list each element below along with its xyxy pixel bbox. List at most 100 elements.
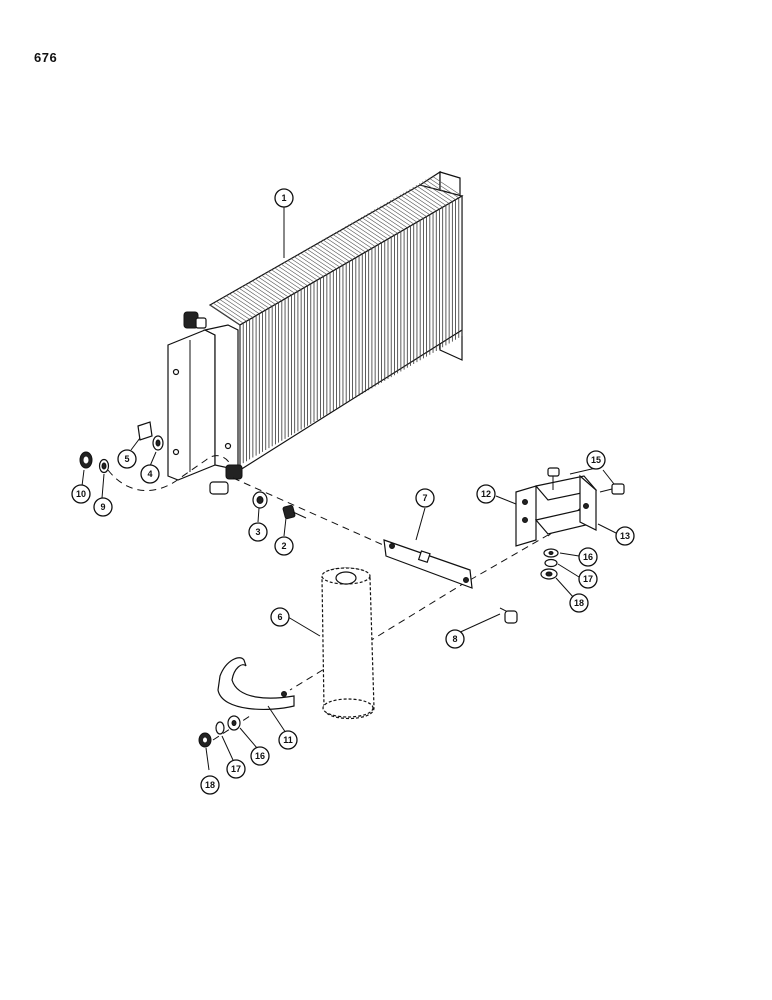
lock-washer-icon [98,458,110,474]
callout-balloon: 4 [140,464,160,484]
condenser-fin-top [283,261,315,283]
condenser-fin-top [390,200,421,221]
nut-icon [540,568,558,580]
condenser-fin-top [274,267,305,288]
nut-icon [198,732,212,748]
condenser-fin-top [431,175,463,197]
washer-icon [543,548,559,558]
svg-text:7: 7 [422,493,427,503]
condenser-fin-top [322,239,353,260]
svg-text:10: 10 [76,489,86,499]
top-fitting-icon [183,311,207,329]
callout-balloon: 9 [93,497,113,517]
svg-text:6: 6 [277,612,282,622]
svg-text:1: 1 [281,193,286,203]
condenser-fin-top [303,250,334,272]
condenser-fin-top [248,282,279,303]
condenser-fin-top [270,269,302,290]
condenser-fin-top [402,192,434,214]
washer-icon [152,435,164,451]
svg-text:13: 13 [620,531,630,541]
callout-balloon: 3 [248,522,268,542]
condenser-fin-top [209,304,241,326]
bolt-icon [499,607,518,624]
condenser-fin-top [235,289,266,311]
condenser-fin-top [422,181,453,202]
svg-text:16: 16 [583,552,593,562]
condenser-fin-top [399,194,430,215]
condenser-fin-top [338,229,369,251]
callout-balloon: 18 [200,775,220,795]
callout-balloon: 17 [226,759,246,779]
condenser-fin-top [319,241,350,262]
svg-text:4: 4 [147,469,152,479]
page-number: 676 [34,50,58,65]
svg-text:8: 8 [452,634,457,644]
svg-text:17: 17 [583,574,593,584]
callout-balloon: 12 [476,484,496,504]
condenser-fin-top [406,190,437,212]
bolt-icon [547,467,625,495]
condenser-fin-top [335,231,366,253]
svg-text:12: 12 [481,489,491,499]
svg-text:3: 3 [255,527,260,537]
condenser-fin-top [386,201,418,223]
svg-text:18: 18 [574,598,584,608]
condenser-fin-top [299,252,331,273]
callout-balloon: 13 [615,526,635,546]
condenser-fin-top [213,302,244,324]
condenser-fin-top [225,295,257,316]
callout-balloon: 11 [278,730,298,750]
washer-icon [227,715,241,731]
condenser-fin-top [332,233,363,255]
condenser-fin-top [264,272,295,294]
condenser-fin-top [229,293,260,315]
condenser-fin-top [344,226,376,247]
svg-text:2: 2 [281,541,286,551]
condenser-fin-top [245,284,276,305]
condenser-fin-top [267,271,299,292]
condenser-fin-top [287,259,318,281]
condenser-fin-top [261,274,292,296]
condenser-core-icon [167,170,464,495]
condenser-fin-top [348,224,379,245]
svg-text:18: 18 [205,780,215,790]
svg-text:9: 9 [100,502,105,512]
lock-washer-icon [544,558,558,568]
condenser-fin-top [373,209,405,230]
condenser-fin-top [293,256,324,277]
condenser-fin-top [309,246,340,268]
condenser-fin-top [425,179,456,200]
condenser-fin-top [341,228,373,249]
callout-balloon: 8 [445,629,465,649]
callout-balloon: 5 [117,449,137,469]
condenser-fin-top [367,213,398,234]
condenser-fin-top [396,196,427,217]
callout-balloon: 6 [270,607,290,627]
condenser-fin-top [254,278,286,300]
condenser-fin-top [251,280,282,301]
condenser-fin-top [418,183,450,204]
condenser-fin-top [357,218,389,240]
condenser-fin-top [393,198,424,219]
condenser-fin-top [296,254,328,275]
condenser-fin-top [316,243,347,264]
callout-balloon: 16 [250,746,270,766]
condenser-fin-top [351,222,382,243]
bottom-fitting-icon [209,464,243,495]
bolt-icon [282,504,307,520]
condenser-fin-top [219,299,250,320]
condenser-fin-top [325,237,356,258]
svg-text:5: 5 [124,454,129,464]
callout-balloon: 18 [569,593,589,613]
condenser-fin-top [242,286,273,307]
condenser-fin-top [383,203,414,225]
condenser-fin-top [377,207,408,229]
condenser-fin-top [280,263,311,285]
condenser-fin-top [232,291,263,313]
condenser-fin-top [306,248,337,270]
lock-washer-icon [215,721,225,735]
clip-icon [137,421,153,441]
condenser-fin-top [328,235,360,257]
condenser-fin-top [277,265,308,286]
